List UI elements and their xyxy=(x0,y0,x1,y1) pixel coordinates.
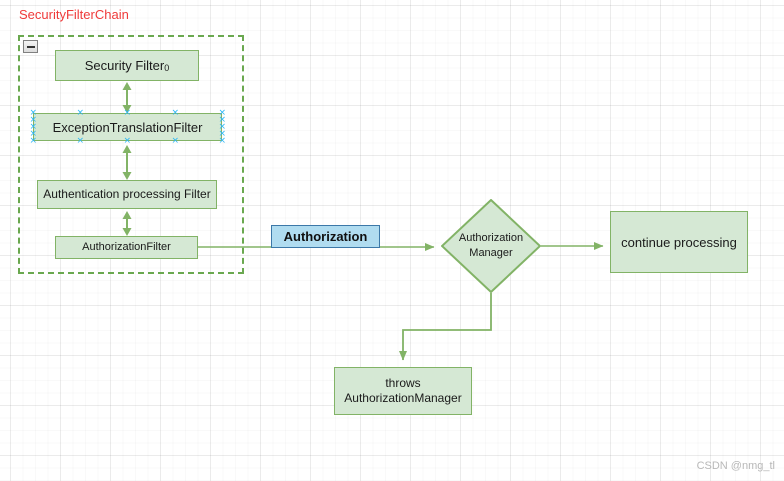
decision-authorization-manager[interactable]: Authorization Manager xyxy=(440,198,542,294)
node-authorization-filter[interactable]: AuthorizationFilter xyxy=(55,236,198,259)
node-authorization-filter-label: AuthorizationFilter xyxy=(82,241,171,253)
connect-handle-w-bottom[interactable]: × xyxy=(29,128,38,139)
decision-label-line2: Manager xyxy=(469,247,513,259)
connector-decision-throws xyxy=(399,293,492,361)
connect-handle-e-bottom[interactable]: × xyxy=(218,128,227,139)
node-security-filter-label: Security Filter xyxy=(84,58,165,73)
connect-handle-e-top[interactable]: × xyxy=(218,114,227,125)
connect-handle-n-left[interactable]: × xyxy=(76,107,85,118)
connect-handle-s-left[interactable]: × xyxy=(76,135,85,146)
connect-handle-s-right[interactable]: × xyxy=(171,135,180,146)
node-exception-translation-filter-label: ExceptionTranslationFilter xyxy=(52,119,203,135)
securityfilterchain-group[interactable] xyxy=(18,35,244,274)
node-throws-line2: AuthorizationManager xyxy=(344,391,462,405)
resize-handle-w[interactable]: × xyxy=(29,121,38,132)
connect-handle-n-right[interactable]: × xyxy=(171,107,180,118)
label-authorization[interactable]: Authorization xyxy=(271,225,380,248)
diamond-shape xyxy=(440,198,542,294)
resize-handle-nw[interactable]: × xyxy=(29,107,38,118)
resize-handle-sw[interactable]: × xyxy=(29,135,38,146)
page-title: SecurityFilterChain xyxy=(19,7,129,22)
watermark: CSDN @nmg_tl xyxy=(696,460,775,472)
resize-handle-ne[interactable]: × xyxy=(218,107,227,118)
resize-handle-n[interactable]: × xyxy=(123,107,132,118)
node-authentication-processing-filter[interactable]: Authentication processing Filter xyxy=(37,180,217,209)
node-continue-processing[interactable]: continue processing xyxy=(610,211,748,273)
node-authentication-processing-filter-label: Authentication processing Filter xyxy=(43,187,211,201)
resize-handle-e[interactable]: × xyxy=(218,121,227,132)
node-security-filter-subscript: 0 xyxy=(164,63,170,73)
resize-handle-s[interactable]: × xyxy=(123,135,132,146)
collapse-group-button[interactable] xyxy=(23,40,38,53)
minus-icon xyxy=(26,45,35,48)
label-authorization-text: Authorization xyxy=(283,229,368,244)
resize-handle-se[interactable]: × xyxy=(218,135,227,146)
node-exception-translation-filter[interactable]: ExceptionTranslationFilter xyxy=(33,113,222,141)
node-throws-authorization-manager[interactable]: throws AuthorizationManager xyxy=(334,367,472,415)
decision-label: Authorization Manager xyxy=(441,199,541,293)
node-continue-processing-label: continue processing xyxy=(621,234,737,250)
connect-handle-w-top[interactable]: × xyxy=(29,114,38,125)
decision-label-line1: Authorization xyxy=(458,232,524,244)
node-throws-line1: throws xyxy=(385,376,421,390)
